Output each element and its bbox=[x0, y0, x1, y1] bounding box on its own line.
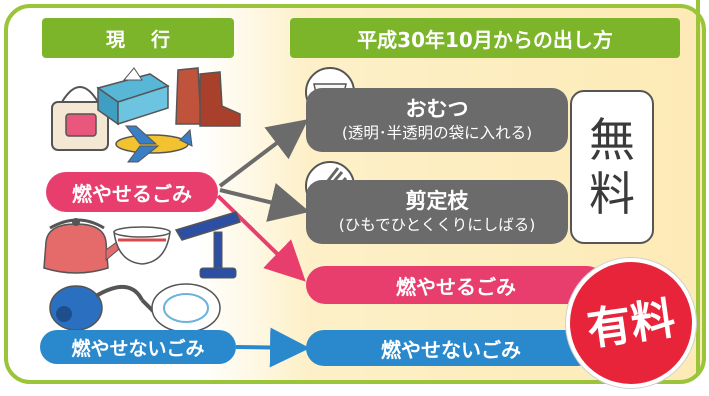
arrow-to-diaper bbox=[218, 119, 309, 188]
burnable-waste-new: 燃やせるごみ bbox=[306, 266, 606, 304]
pruning-note: (ひもでひとくくりにしばる) bbox=[338, 216, 536, 234]
arrow-to-pruning bbox=[219, 182, 310, 222]
new-method-header: 平成30年10月からの出し方 bbox=[290, 18, 680, 58]
non-burnable-waste-new: 燃やせないごみ bbox=[306, 330, 596, 366]
pruning-title: 剪定枝 bbox=[405, 189, 469, 213]
diaper-note: (透明･半透明の袋に入れる) bbox=[341, 124, 533, 142]
arrow-to-non-burnable bbox=[235, 327, 310, 368]
non-burnable-waste-current: 燃やせないごみ bbox=[40, 330, 236, 364]
free-label-2: 料 bbox=[589, 167, 635, 221]
diaper-box: おむつ (透明･半透明の袋に入れる) bbox=[306, 88, 568, 152]
boots-icon bbox=[175, 67, 241, 127]
rice-bowl-icon bbox=[113, 226, 171, 265]
desk-lamp-icon bbox=[174, 211, 241, 279]
right-border-line bbox=[696, 0, 700, 374]
diaper-title: おむつ bbox=[405, 97, 469, 121]
vacuum-cleaner-icon bbox=[49, 285, 162, 331]
handbag-icon bbox=[51, 86, 109, 151]
free-of-charge-badge: 無 料 bbox=[570, 90, 654, 244]
free-label-1: 無 bbox=[589, 113, 635, 167]
current-method-header: 現行 bbox=[42, 18, 234, 58]
toy-airplane-icon bbox=[115, 125, 193, 163]
burnable-waste-current: 燃やせるごみ bbox=[46, 172, 218, 212]
plate-icon bbox=[151, 283, 221, 333]
tissue-box-icon bbox=[96, 67, 170, 126]
kettle-icon bbox=[43, 218, 123, 274]
pruning-box: 剪定枝 (ひもでひとくくりにしばる) bbox=[306, 180, 568, 244]
arrow-to-burnable bbox=[216, 194, 306, 282]
